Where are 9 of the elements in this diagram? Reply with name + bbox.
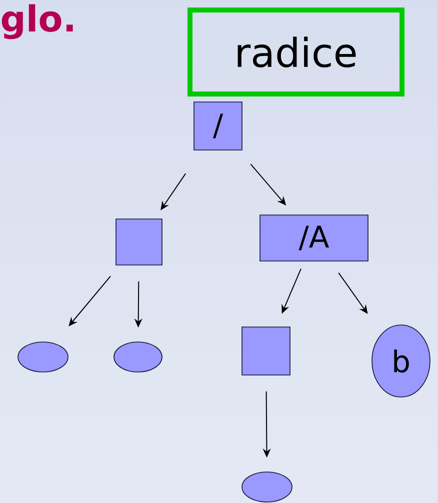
leaf-ellipse <box>242 472 292 502</box>
tree-node-box: / <box>194 102 242 150</box>
tree-node-box <box>242 326 290 376</box>
root-label-box: radice <box>188 8 404 96</box>
heading-fragment: glo. <box>2 4 73 40</box>
tree-node-box <box>116 218 162 266</box>
tree-node-box: /A <box>260 214 368 262</box>
leaf-ellipse <box>18 342 68 372</box>
leaf-ellipse <box>114 342 162 372</box>
